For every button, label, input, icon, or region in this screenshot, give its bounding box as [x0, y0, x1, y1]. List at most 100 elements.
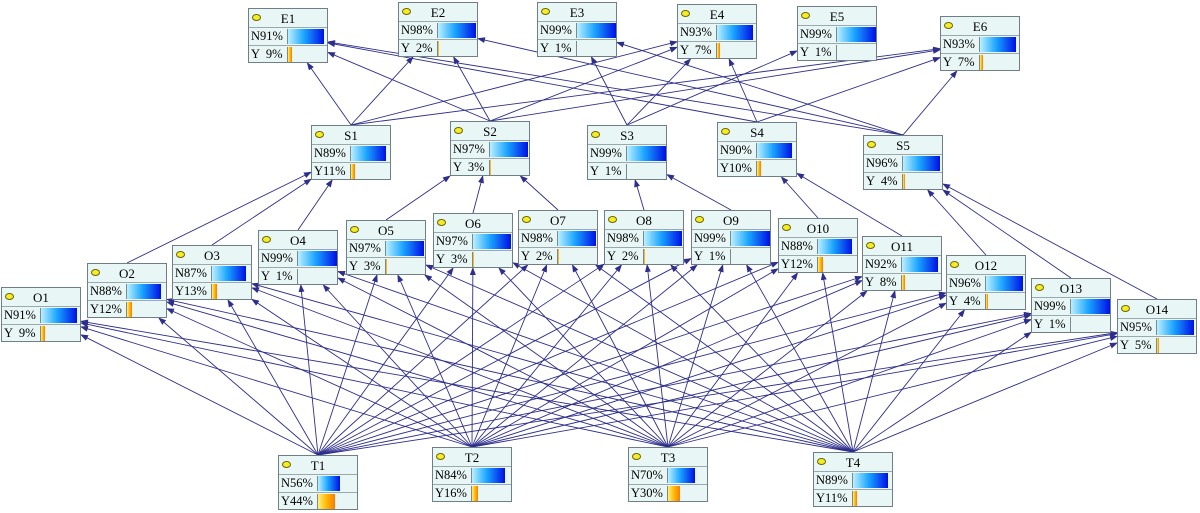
node-header: O14	[1118, 300, 1196, 319]
probability-track	[730, 231, 770, 246]
edge-o5-s2	[385, 175, 451, 221]
edge-t3-o12	[667, 302, 947, 448]
probability-bar-no	[490, 142, 528, 157]
state-row-no: N91%	[249, 27, 327, 45]
state-label-yes: Y 9%	[4, 326, 36, 340]
probability-track	[126, 302, 166, 317]
state-row-no: N93%	[678, 23, 756, 41]
edge-t4-o1	[80, 319, 854, 453]
probability-track	[836, 27, 876, 42]
node-header: E1	[249, 9, 327, 28]
probability-bar-no	[127, 284, 162, 299]
edge-o4-s1	[297, 179, 333, 231]
probability-track	[985, 294, 1025, 309]
probability-bar-yes	[41, 326, 45, 341]
edge-t4-o3	[251, 282, 854, 453]
node-header: O5	[347, 221, 425, 240]
state-row-yes: Y11%	[312, 162, 390, 180]
state-label-yes: Y 1%	[540, 41, 572, 55]
edge-t3-o10	[667, 272, 799, 448]
node-header: O9	[692, 211, 770, 230]
state-label-yes: Y 9%	[251, 47, 283, 61]
state-row-no: N97%	[451, 140, 529, 158]
state-label-yes: Y12%	[90, 302, 122, 316]
node-header: T3	[629, 448, 707, 467]
probability-bar-yes	[386, 259, 388, 274]
probability-bar-no	[473, 234, 511, 249]
node-status-dot-icon	[721, 128, 730, 135]
state-row-yes: Y 1%	[259, 267, 337, 285]
edge-t1-o6	[317, 267, 454, 456]
probability-track	[817, 239, 857, 254]
state-label-no: N99%	[1034, 299, 1066, 313]
probability-track	[979, 37, 1019, 52]
state-label-yes: Y 7%	[943, 55, 975, 69]
state-label-yes: Y 4%	[866, 174, 898, 188]
probability-bar-no	[1157, 320, 1194, 335]
node-header: S3	[588, 126, 666, 145]
edge-s5-e6	[902, 70, 958, 136]
node-status-dot-icon	[608, 216, 617, 223]
state-row-no: N95%	[1118, 318, 1196, 336]
probability-track	[471, 486, 511, 501]
probability-track	[901, 275, 941, 290]
edge-t2-o12	[471, 294, 947, 448]
state-label-yes: Y 2%	[607, 249, 639, 263]
edge-t4-o9	[746, 264, 854, 453]
edge-t1-o4	[298, 284, 319, 456]
probability-bar-no	[1071, 299, 1110, 314]
edge-t3-o9	[667, 264, 724, 448]
node-title: O14	[1145, 302, 1169, 317]
node-title: E2	[430, 5, 446, 20]
state-label-no: N95%	[1120, 320, 1152, 334]
node-title: O11	[891, 239, 913, 254]
probability-bar-yes	[127, 302, 132, 317]
node-title: T3	[660, 450, 676, 465]
node-header: O3	[173, 246, 251, 265]
probability-bar-yes	[558, 249, 559, 264]
node-title: O4	[290, 233, 306, 248]
node-header: O6	[434, 214, 512, 233]
state-row-no: N88%	[779, 237, 857, 255]
edge-t4-o10	[820, 272, 854, 453]
edge-t1-o7	[317, 264, 529, 456]
edge-t1-o3	[227, 299, 319, 456]
state-label-yes: Y11%	[314, 164, 346, 178]
probability-track	[1156, 338, 1196, 353]
state-label-yes: Y 3%	[436, 252, 468, 266]
probability-track	[489, 160, 529, 175]
probability-track	[489, 142, 529, 157]
state-label-yes: Y 1%	[1034, 317, 1066, 331]
edge-s2-e1	[327, 52, 491, 122]
probability-bar-yes	[986, 294, 988, 309]
